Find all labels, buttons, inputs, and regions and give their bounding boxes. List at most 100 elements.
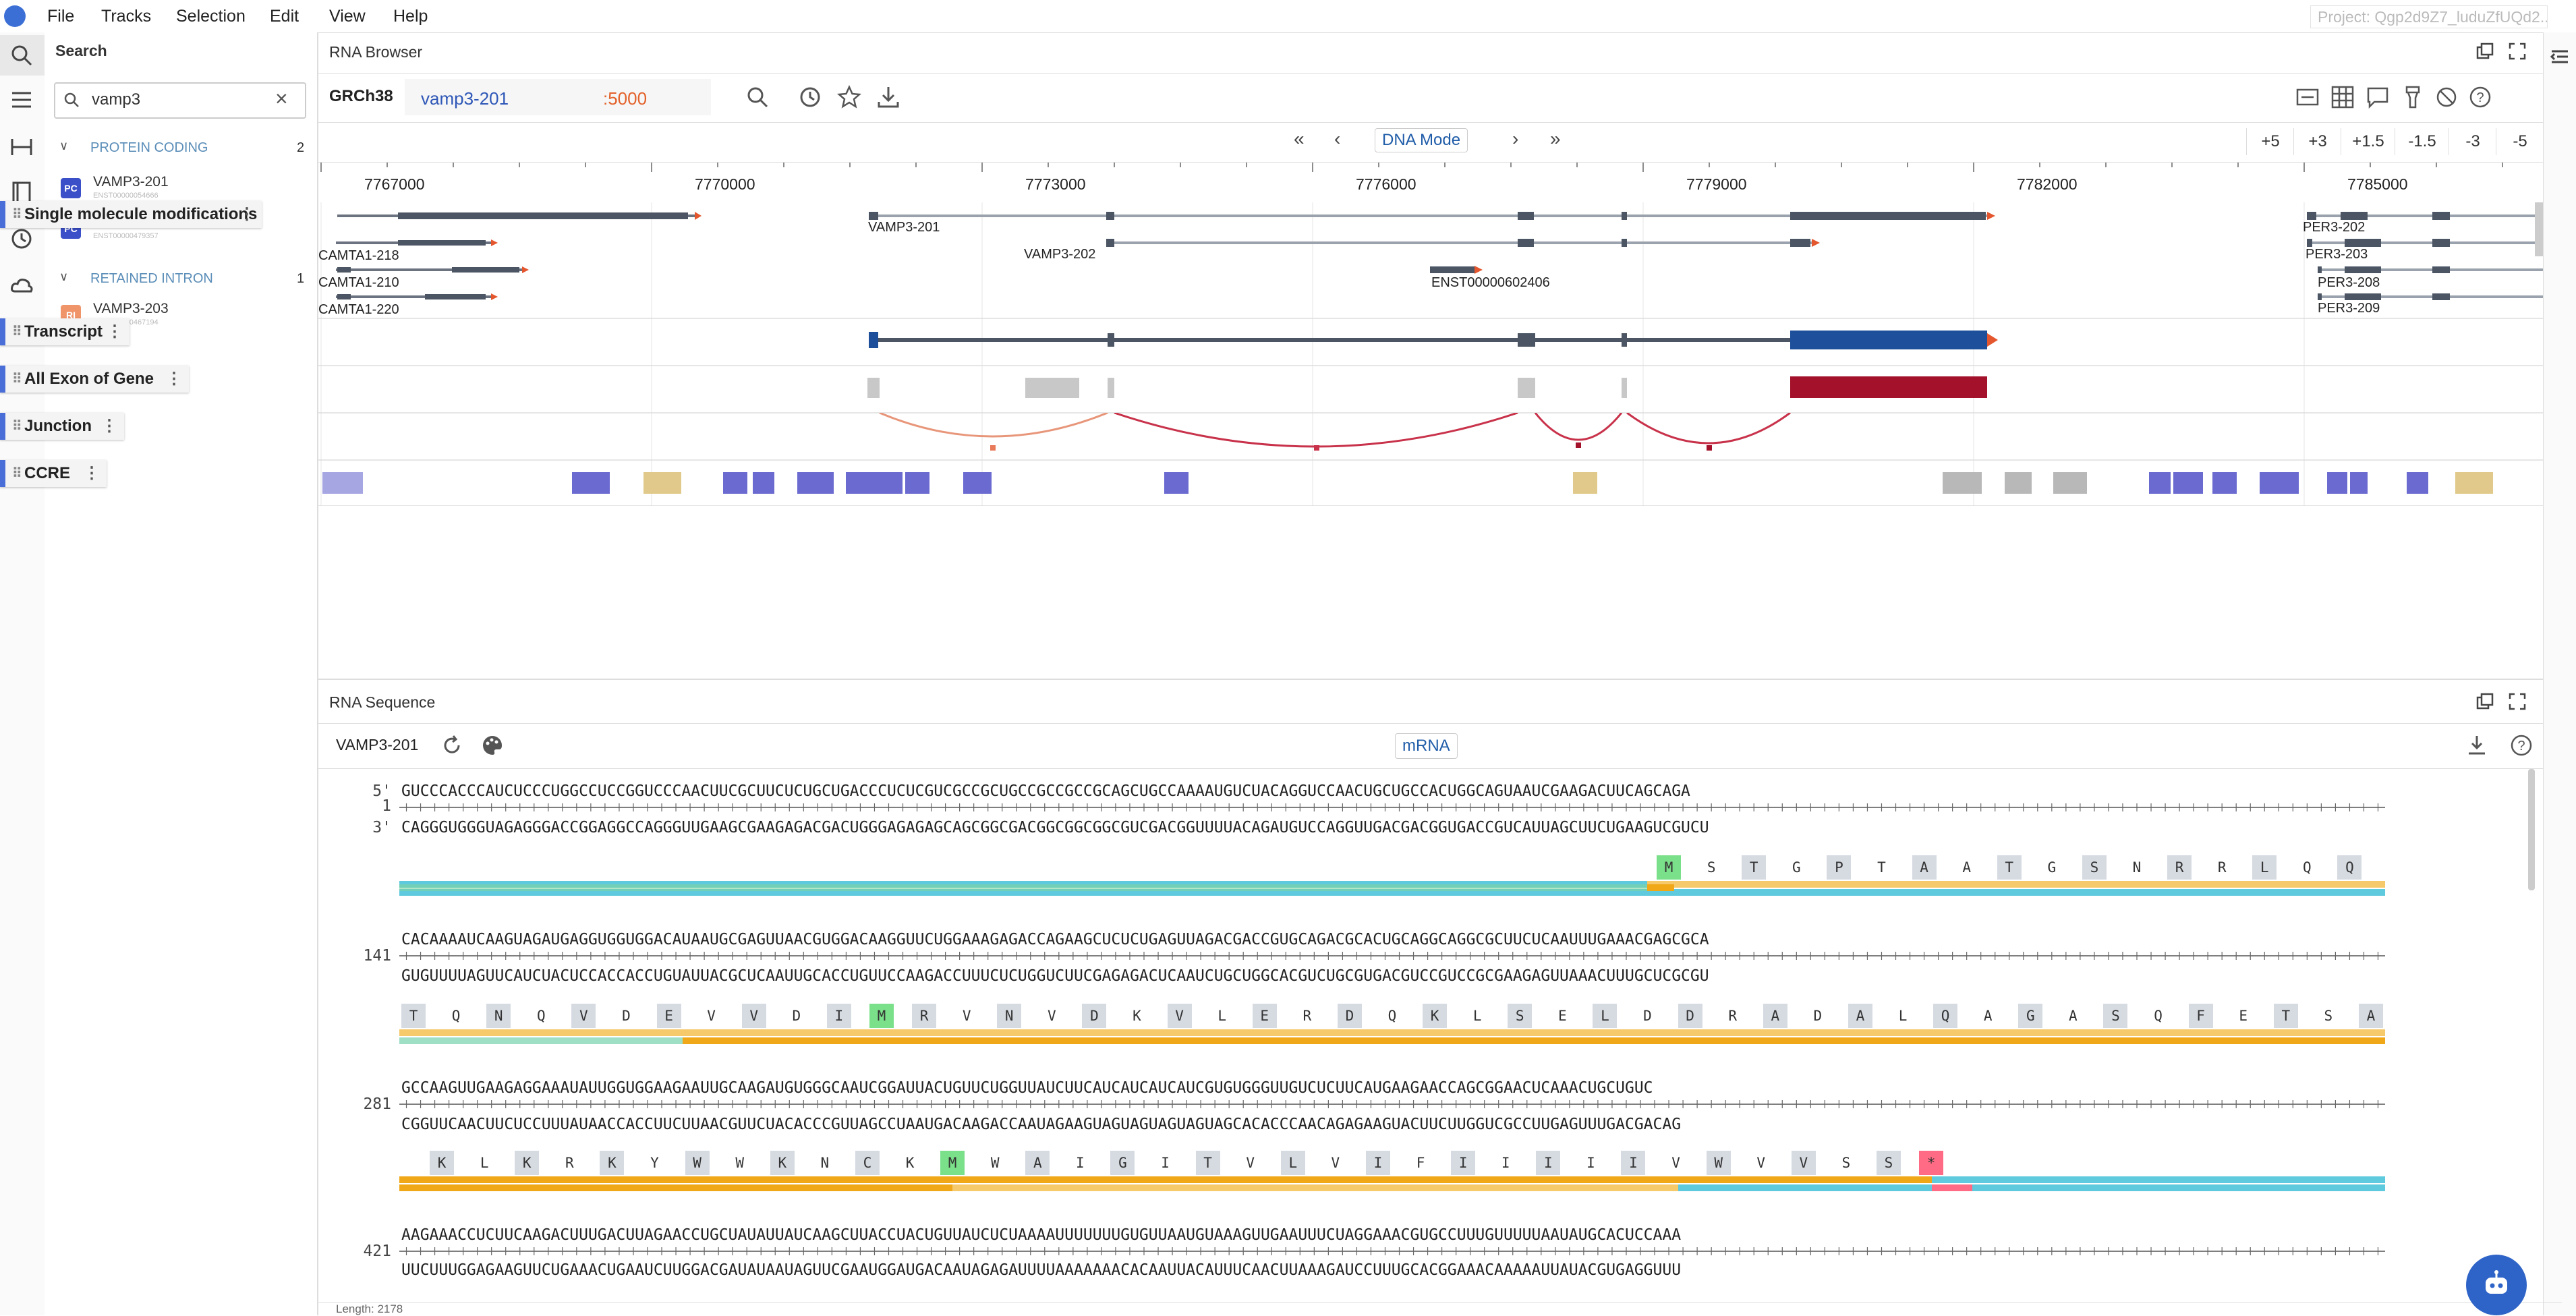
amino-acid-cell[interactable]: K <box>600 1151 625 1175</box>
amino-acid-cell[interactable]: I <box>826 1004 851 1028</box>
amino-acid-cell[interactable]: V <box>1756 1155 1766 1171</box>
history-icon[interactable] <box>797 84 823 110</box>
help-icon[interactable]: ? <box>2509 733 2534 757</box>
step-right-icon[interactable]: › <box>1512 128 1519 149</box>
amino-acid-cell[interactable]: Q <box>1933 1004 1958 1028</box>
amino-acid-cell[interactable]: Q <box>1387 1008 1397 1024</box>
amino-acid-cell[interactable]: R <box>2217 859 2227 876</box>
kebab-menu-icon[interactable]: ⋮ <box>84 464 100 482</box>
amino-acid-cell[interactable]: F <box>1416 1155 1425 1171</box>
amino-acid-cell[interactable]: A <box>2358 1004 2383 1028</box>
amino-acid-cell[interactable]: I <box>1536 1151 1561 1175</box>
amino-acid-cell[interactable]: Q <box>2154 1008 2163 1024</box>
amino-acid-cell[interactable]: R <box>1303 1008 1312 1024</box>
amino-acid-cell[interactable]: Y <box>650 1155 659 1171</box>
mrna-toggle[interactable]: mRNA <box>1395 733 1458 759</box>
search-result-vamp3-201[interactable]: PC VAMP3-201 ENST00000054666 <box>61 171 310 206</box>
menu-view[interactable]: View <box>329 7 366 26</box>
transcript-label[interactable]: CAMTA1-218 <box>318 248 399 263</box>
amino-acid-cell[interactable]: S <box>1877 1151 1901 1175</box>
drag-handle-icon[interactable]: ⠿ <box>12 419 22 434</box>
amino-acid-cell[interactable]: M <box>1657 855 1682 880</box>
track-label-ccre[interactable]: ⠿ CCRE ⋮ <box>0 460 107 487</box>
amino-acid-cell[interactable]: W <box>735 1155 744 1171</box>
amino-acid-cell[interactable]: K <box>770 1151 795 1175</box>
amino-acid-cell[interactable]: T <box>1997 855 2022 880</box>
group-retained-intron[interactable]: RETAINED INTRON <box>90 271 213 286</box>
amino-acid-cell[interactable]: I <box>1161 1155 1170 1171</box>
amino-acid-cell[interactable]: C <box>855 1151 880 1175</box>
popout-icon[interactable] <box>2475 42 2494 61</box>
genome-label[interactable]: GRCh38 <box>329 87 393 105</box>
amino-acid-cell[interactable]: S <box>1707 859 1716 876</box>
amino-acid-cell[interactable]: R <box>912 1004 937 1028</box>
download-icon[interactable] <box>2465 733 2489 757</box>
group-protein-coding[interactable]: PROTEIN CODING <box>90 140 208 155</box>
amino-acid-cell[interactable]: V <box>1791 1151 1816 1175</box>
amino-acid-cell[interactable]: I <box>1586 1155 1595 1171</box>
track-label-transcript[interactable]: ⠿ Transcript ⋮ <box>0 318 130 345</box>
amino-acid-cell[interactable]: E <box>1558 1008 1567 1024</box>
amino-acid-cell[interactable]: P <box>1827 855 1852 880</box>
amino-acid-cell[interactable]: T <box>1742 855 1767 880</box>
transcript-label[interactable]: PER3-202 <box>2303 220 2366 235</box>
kebab-menu-icon[interactable]: ⋮ <box>101 417 117 435</box>
amino-acid-cell[interactable]: V <box>1246 1155 1255 1171</box>
kebab-menu-icon[interactable]: ⋮ <box>166 370 182 388</box>
sequence-transcript-name[interactable]: VAMP3-201 <box>336 736 419 753</box>
transcript-label[interactable]: PER3-208 <box>2318 275 2380 290</box>
amino-acid-cell[interactable]: N <box>997 1004 1022 1028</box>
amino-acid-cell[interactable]: I <box>1501 1155 1510 1171</box>
amino-acid-cell[interactable]: S <box>1508 1004 1533 1028</box>
amino-acid-cell[interactable]: K <box>1133 1008 1141 1024</box>
ruler-range-icon[interactable] <box>8 134 35 161</box>
amino-acid-cell[interactable]: E <box>656 1004 681 1028</box>
zoom-plus-5[interactable]: +5 <box>2246 128 2294 155</box>
amino-acid-cell[interactable]: * <box>1919 1151 1944 1175</box>
fullscreen-icon[interactable] <box>2508 692 2527 711</box>
help-icon[interactable]: ? <box>2467 84 2493 110</box>
amino-acid-cell[interactable]: S <box>2324 1008 2333 1024</box>
transcript-label[interactable]: PER3-203 <box>2306 247 2368 262</box>
amino-acid-cell[interactable]: A <box>1962 859 1971 876</box>
amino-acid-cell[interactable]: W <box>1706 1151 1731 1175</box>
flashlight-icon[interactable] <box>2400 84 2426 110</box>
kebab-menu-icon[interactable]: ⋮ <box>239 205 255 223</box>
amino-acid-cell[interactable]: I <box>1621 1151 1646 1175</box>
amino-acid-cell[interactable]: D <box>622 1008 631 1024</box>
chevron-down-icon[interactable]: ∨ <box>59 270 69 283</box>
amino-acid-cell[interactable]: S <box>2103 1004 2128 1028</box>
tracks-list-icon[interactable] <box>8 86 35 113</box>
amino-acid-cell[interactable]: M <box>940 1151 965 1175</box>
amino-acid-cell[interactable]: R <box>2167 855 2192 880</box>
amino-acid-cell[interactable]: V <box>962 1008 971 1024</box>
popout-icon[interactable] <box>2475 692 2494 711</box>
amino-acid-cell[interactable]: A <box>1912 855 1937 880</box>
transcript-label[interactable]: CAMTA1-220 <box>318 302 399 317</box>
amino-acid-cell[interactable]: E <box>1252 1004 1277 1028</box>
amino-acid-cell[interactable]: V <box>1331 1155 1340 1171</box>
amino-acid-cell[interactable]: K <box>430 1151 455 1175</box>
amino-acid-cell[interactable]: A <box>1025 1151 1050 1175</box>
amino-acid-cell[interactable]: T <box>1195 1151 1220 1175</box>
amino-acid-cell[interactable]: I <box>1365 1151 1390 1175</box>
drag-handle-icon[interactable]: ⠿ <box>12 207 22 222</box>
amino-acid-cell[interactable]: V <box>1671 1155 1680 1171</box>
menu-file[interactable]: File <box>47 7 75 26</box>
history-icon[interactable] <box>8 225 35 252</box>
project-name[interactable]: Project: Qgp2d9Z7_luduZfUQd2... <box>2310 5 2548 28</box>
amino-acid-cell[interactable]: A <box>1763 1004 1787 1028</box>
amino-acid-cell[interactable]: W <box>685 1151 710 1175</box>
dna-mode-button[interactable]: DNA Mode <box>1375 128 1468 152</box>
transcript-label[interactable]: VAMP3-202 <box>1024 247 1096 262</box>
amino-acid-cell[interactable]: D <box>1337 1004 1362 1028</box>
amino-acid-cell[interactable]: F <box>2188 1004 2213 1028</box>
amino-acid-cell[interactable]: N <box>486 1004 511 1028</box>
amino-acid-cell[interactable]: N <box>2132 859 2142 876</box>
amino-acid-cell[interactable]: A <box>2069 1008 2078 1024</box>
amino-acid-cell[interactable]: K <box>1423 1004 1448 1028</box>
transcript-label[interactable]: ENST00000602406 <box>1431 275 1550 290</box>
menu-tracks[interactable]: Tracks <box>101 7 152 26</box>
menu-selection[interactable]: Selection <box>176 7 246 26</box>
zoom-plus-1-5[interactable]: +1.5 <box>2341 128 2395 155</box>
